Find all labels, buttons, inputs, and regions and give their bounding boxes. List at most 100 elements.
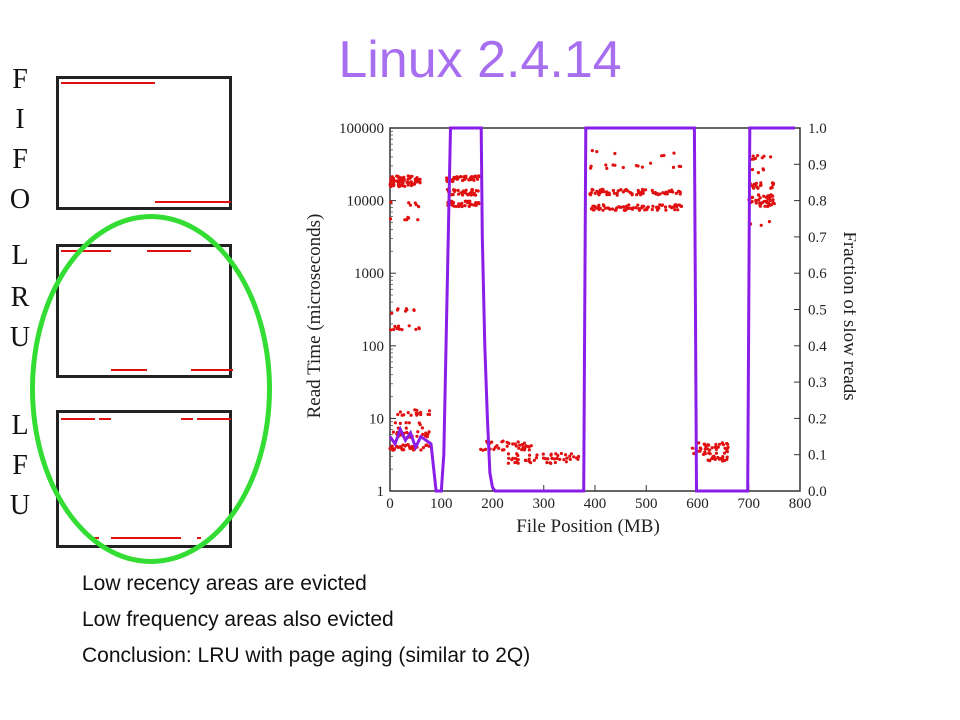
bullet-text: Conclusion: LRU with page aging (similar… [82, 644, 531, 667]
read-point [556, 453, 560, 458]
read-point [759, 183, 763, 187]
read-point [621, 190, 625, 194]
read-point [605, 190, 609, 194]
read-point [464, 188, 468, 192]
y2-axis-title: Fraction of slow reads [839, 231, 856, 400]
read-point [465, 199, 469, 203]
read-point [677, 164, 681, 168]
y-tick-label: 10 [369, 411, 384, 427]
read-point [472, 191, 476, 195]
read-point [707, 443, 711, 447]
read-point [463, 204, 467, 208]
read-point [398, 179, 402, 183]
read-point [457, 192, 461, 196]
read-point [462, 175, 466, 179]
read-point [415, 413, 419, 417]
read-point [591, 204, 595, 208]
read-point [523, 458, 527, 462]
read-point [549, 452, 553, 456]
read-point [755, 185, 759, 189]
read-point [771, 183, 775, 187]
read-point [453, 189, 457, 193]
read-point [762, 154, 766, 158]
read-point [450, 202, 454, 206]
read-point [468, 191, 472, 196]
read-point [555, 456, 559, 461]
read-point [455, 175, 459, 179]
read-point [601, 187, 605, 192]
policy-letter: L [11, 240, 29, 271]
read-point [407, 421, 411, 425]
read-point [762, 194, 766, 198]
read-point [598, 188, 602, 192]
read-point [717, 457, 721, 461]
read-point [610, 207, 614, 211]
read-point [756, 171, 760, 175]
x-tick-label: 400 [584, 496, 607, 512]
read-point [400, 413, 404, 417]
policy-letter: U [9, 322, 31, 353]
read-point [402, 178, 406, 182]
read-point [627, 203, 631, 207]
read-point [534, 456, 538, 460]
read-point [595, 150, 599, 154]
read-point [398, 410, 402, 414]
read-point [635, 193, 639, 197]
read-point [415, 408, 419, 412]
read-point [421, 432, 425, 436]
y2-tick-label: 1.0 [808, 121, 827, 137]
read-point [406, 443, 410, 447]
read-point [621, 205, 625, 209]
read-point [513, 442, 517, 446]
read-point [515, 460, 519, 465]
read-point [462, 190, 466, 194]
read-point [562, 458, 566, 462]
read-point [725, 447, 729, 451]
read-point [624, 188, 628, 192]
read-point [630, 193, 634, 197]
evicted-range [155, 201, 231, 203]
read-point [676, 189, 681, 193]
y2-tick-label: 0.2 [808, 411, 827, 427]
read-point [678, 192, 682, 196]
read-point [703, 447, 707, 451]
y-tick-label: 1 [377, 484, 385, 500]
read-point [703, 452, 707, 456]
read-point [405, 180, 409, 184]
policy-letter: O [9, 184, 31, 215]
read-point [663, 191, 667, 196]
read-point [660, 203, 665, 207]
read-point [390, 311, 394, 315]
read-point [427, 430, 431, 434]
read-point [455, 177, 459, 181]
read-point [472, 178, 476, 182]
read-point [607, 193, 611, 197]
read-point [393, 421, 397, 425]
read-point [465, 192, 469, 196]
read-point [671, 190, 675, 194]
read-point [414, 179, 418, 183]
read-point [613, 151, 617, 156]
read-point [406, 411, 410, 415]
read-point [416, 430, 420, 434]
read-point [424, 443, 428, 448]
read-point [589, 164, 593, 168]
y2-tick-label: 0.8 [808, 194, 827, 210]
read-point [460, 204, 464, 209]
read-point [403, 184, 407, 188]
y2-tick-label: 0.5 [808, 303, 827, 319]
read-point [516, 453, 520, 458]
read-point [702, 442, 706, 446]
read-point [404, 421, 408, 425]
read-point [564, 460, 568, 464]
read-point [677, 203, 681, 207]
read-point [672, 151, 676, 155]
read-point [522, 448, 526, 452]
read-point [714, 445, 718, 449]
read-point [637, 208, 642, 212]
read-point [467, 178, 471, 182]
read-point [408, 203, 412, 207]
read-point [664, 208, 668, 212]
read-point [619, 188, 623, 192]
